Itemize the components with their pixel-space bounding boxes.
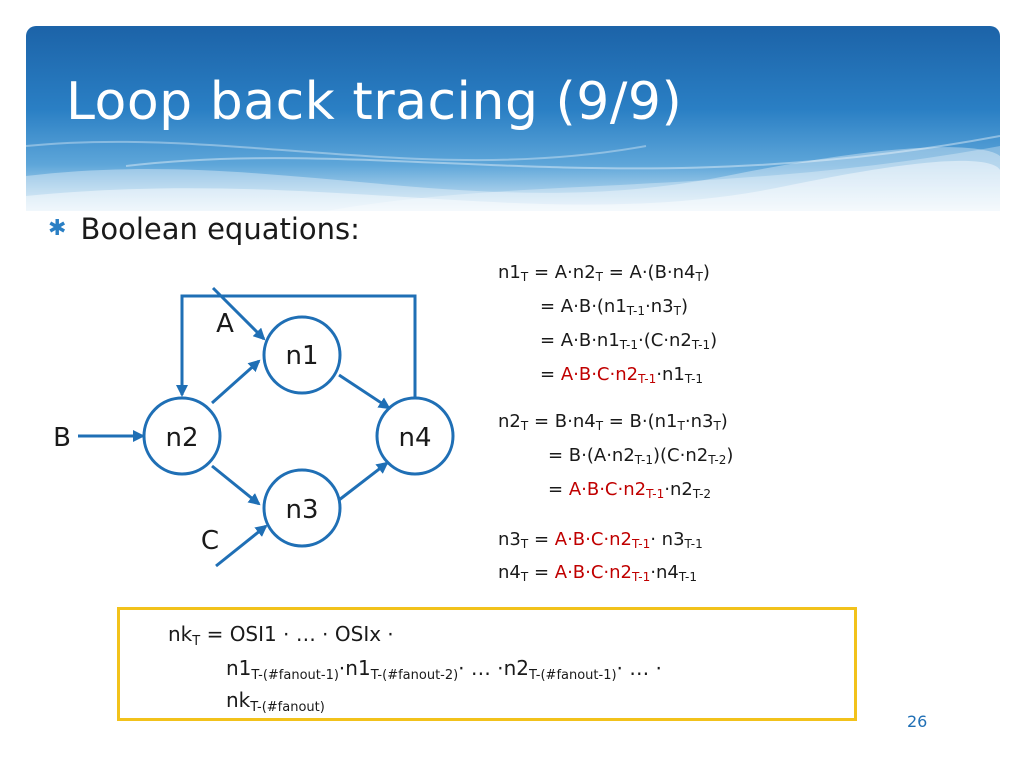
node-n1 (262, 315, 342, 395)
node-n4 (375, 396, 455, 476)
input-label-c: C (201, 526, 219, 556)
page-number: 26 (907, 712, 928, 731)
bullet-item: ✱ Boolean equations: (48, 212, 360, 246)
page-title: Loop back tracing (9/9) (66, 72, 683, 132)
asterisk-bullet-icon: ✱ (48, 216, 67, 241)
node-n2 (142, 396, 222, 476)
node-n3 (262, 468, 342, 548)
edge-n2-n3 (211, 464, 261, 506)
edge-n1-n4 (338, 373, 391, 410)
banner-waves (26, 135, 1000, 211)
equation-n3: n3T = A⋅B⋅C⋅n2T-1⋅ n3T-1 (498, 529, 703, 551)
equation-n2-line2: = B⋅(A⋅n2T-1)(C⋅n2T-2) (548, 445, 734, 467)
formula-line-1: nkT = OSI1 ⋅ … ⋅ OSIx ⋅ (168, 622, 394, 649)
equation-n1-line4: = A⋅B⋅C⋅n2T-1⋅n1T-1 (540, 364, 704, 386)
input-label-a: A (216, 309, 234, 339)
node-label-n2: n2 (165, 423, 198, 453)
edge-a-n1 (211, 286, 266, 341)
equation-n4: n4T = A⋅B⋅C⋅n2T-1⋅n4T-1 (498, 562, 698, 584)
bullet-text: Boolean equations: (80, 212, 360, 246)
formula-line-3: nkT-(#fanout) (226, 688, 325, 715)
formula-line-2: n1T-(#fanout-1)⋅n1T-(#fanout-2)⋅ … ⋅n2T-… (226, 656, 662, 683)
equation-n1-line3: = A⋅B⋅n1T-1⋅(C⋅n2T-1) (540, 330, 718, 352)
edge-n2-n1 (211, 359, 261, 405)
feedback-edge (176, 294, 417, 397)
node-label-n4: n4 (398, 423, 431, 453)
title-banner (26, 26, 1000, 211)
input-label-b: B (53, 423, 71, 453)
node-label-n1: n1 (285, 341, 318, 371)
node-label-n3: n3 (285, 495, 318, 525)
equation-n1-line1: n1T = A⋅n2T = A⋅(B⋅n4T) (498, 262, 710, 284)
equation-n1-line2: = A⋅B⋅(n1T-1⋅n3T) (540, 296, 688, 318)
equation-n2-line3: = A⋅B⋅C⋅n2T-1⋅n2T-2 (548, 479, 712, 501)
edge-n3-n4 (338, 461, 389, 502)
general-formula-box (117, 607, 857, 721)
edge-c-n3 (215, 524, 268, 568)
equation-n2-line1: n2T = B⋅n4T = B⋅(n1T⋅n3T) (498, 411, 728, 433)
